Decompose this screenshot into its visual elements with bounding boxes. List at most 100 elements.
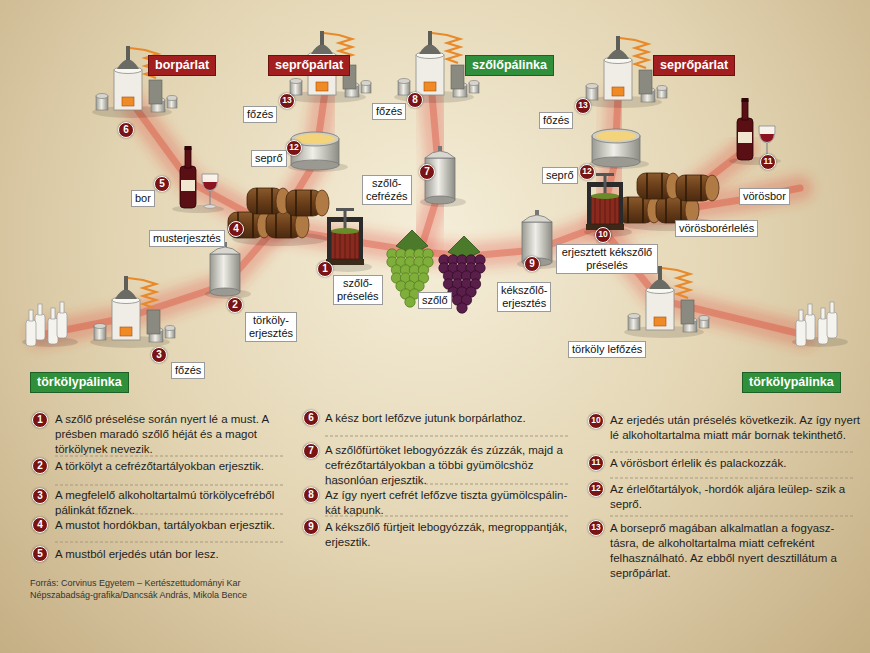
still-condenser [147,310,160,334]
press-grapes [591,193,619,199]
still-fire [654,317,666,326]
still-column [320,31,324,45]
bottle-label [181,180,195,191]
step-box: főzés [372,103,406,120]
barrel-band [295,190,297,216]
still-condenser [149,80,162,104]
source-note: Forrás: Corvinus Egyetem – Kertészettudo… [30,577,280,601]
still-fire [424,82,436,91]
callout-number: 3 [151,347,167,363]
tank-body [522,222,552,262]
still-dome [117,60,139,70]
pot-top [167,96,177,101]
equipment-pictures [22,31,848,348]
press-screw [604,174,607,196]
bottle-cap [185,146,192,150]
pot-top [361,81,371,86]
step-box: seprő [542,167,578,184]
box-text: seprő [546,169,574,182]
callout-number: 4 [228,221,244,237]
step-box: főzés [243,106,277,123]
still-dome [419,45,441,55]
callout-number: 11 [760,154,776,170]
pot-top [398,79,410,84]
bottle-cap [742,98,749,102]
separator [325,436,570,437]
callout-number: 1 [32,412,48,428]
still-coil [620,38,648,68]
bottle-neck [742,100,748,120]
callout-number: 10 [595,227,611,243]
step-box: szőlő [418,292,452,309]
bottle-body [805,314,815,340]
still-body [604,60,632,100]
still-condenser [681,300,694,324]
step-box: főzés [171,362,205,379]
callout-number: 5 [154,176,170,192]
tank-base [425,196,455,204]
bottle-label [738,132,752,143]
separator [610,516,855,517]
box-text: törkölypálinka [37,375,122,390]
callout-number: 12 [588,481,604,497]
still-fire [316,82,328,91]
press-slat [595,196,596,224]
still-condenser [639,70,652,94]
press-frame [359,219,363,259]
bottle-neck [821,308,825,319]
barrel-band [627,197,629,223]
barrel-band [271,188,273,214]
step-note: Az így nyert cefrét lefőzve tiszta gyümö… [325,488,577,518]
step-box: kékszőlő- erjesztés [497,282,551,312]
tank-valve [438,146,442,151]
bottle-body [827,312,837,338]
barrel-band [665,197,667,223]
callout-number: 1 [317,261,333,277]
barrel-band [642,197,644,223]
bottle-body [35,314,45,340]
separator [55,542,285,543]
press-frame [619,184,623,224]
shadow [420,197,466,207]
product-box: szőlőpálinka [465,55,554,76]
bottle-neck [51,308,55,319]
callout-number: 11 [588,455,604,471]
barrel-end [705,175,719,201]
glass-bowl [759,126,775,143]
still-column [616,36,620,50]
vat-yeast [596,131,636,141]
still-coil [128,278,156,308]
barrel-band [646,173,648,199]
vat-rim [592,129,640,143]
still-fire [122,97,134,106]
barrel-band [661,173,663,199]
barrel-band [700,175,702,201]
box-text: főzés [543,114,569,127]
callout-number: 7 [303,443,319,459]
box-text: vörösbor [743,190,786,203]
callout-number: 2 [32,458,48,474]
box-text: musterjesztés [153,232,221,245]
callout-number: 6 [303,410,319,426]
press-slat [355,231,356,259]
glass-bowl [202,174,218,191]
pot-top [96,94,108,99]
box-text: főzés [247,108,273,121]
press-basket [591,196,619,224]
callout-number: 6 [118,122,134,138]
box-text: törköly lefőzés [572,343,642,356]
box-text: szőlő- cefrézés [366,177,408,203]
bottle-neck [185,148,191,168]
glass-wine [203,182,217,190]
callout-number: 8 [407,92,423,108]
step-note: A megfelelő alkoholtartalmú törkölycefré… [55,488,290,518]
box-text: szőlőpálinka [472,58,547,73]
tank-base [210,288,240,296]
box-text: szőlő [422,294,448,307]
flow-paths [40,92,805,335]
callout-number: 4 [32,517,48,533]
step-note: A borseprő magában alkalmatlan a fogyasz… [610,521,862,581]
pot-top [586,84,598,89]
step-note: Az erjedés után préselés következik. Az … [610,413,862,443]
